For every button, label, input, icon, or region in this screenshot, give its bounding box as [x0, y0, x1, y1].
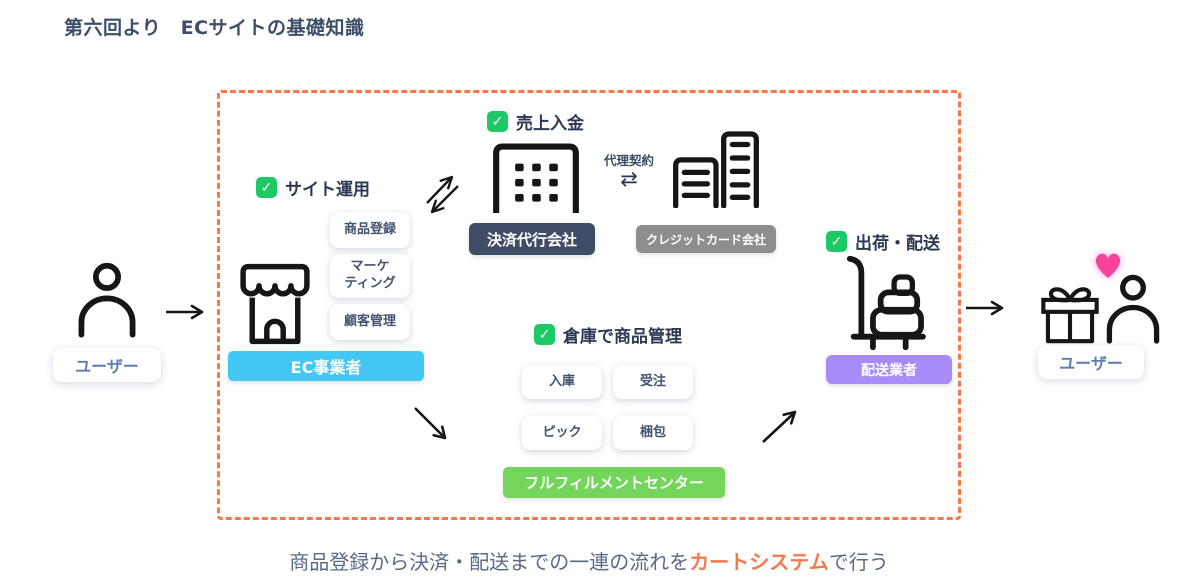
fulfillment-center-badge: フルフィルメントセンター: [503, 467, 725, 498]
tag-marketing: マーケ ティング: [330, 254, 410, 298]
user-right-badge: ユーザー: [1038, 345, 1144, 379]
checkmark-icon: ✓: [487, 111, 508, 132]
store-icon: [240, 263, 310, 345]
gift-icon: [1041, 287, 1099, 344]
payment-agency-badge: 決済代行会社: [469, 223, 595, 255]
caption-post: で行う: [828, 550, 889, 574]
tag-picking: ピック: [522, 416, 602, 450]
check-label: 倉庫で商品管理: [563, 327, 682, 347]
user-icon: [78, 262, 136, 338]
check-site-operation: ✓ サイト運用: [256, 175, 370, 200]
relation-label: 代理契約: [603, 153, 654, 168]
credit-card-company-badge: クレジットカード会社: [636, 225, 776, 253]
tag-packing: 梱包: [613, 416, 693, 450]
checkmark-icon: ✓: [534, 324, 555, 345]
caption: 商品登録から決済・配送までの一連の流れをカートシステムで行う: [217, 546, 961, 575]
user-left-badge: ユーザー: [53, 348, 161, 382]
arrow-up-right-icon: [762, 410, 797, 443]
arrow-right-icon: [166, 304, 204, 320]
check-shipping-delivery: ✓ 出荷・配送: [826, 229, 940, 254]
exchange-arrows-icon: ⇄: [620, 166, 638, 191]
user-icon: [1106, 274, 1160, 344]
checkmark-icon: ✓: [256, 177, 277, 198]
check-label: 売上入金: [516, 114, 584, 134]
check-sales-deposit: ✓ 売上入金: [487, 109, 584, 134]
arrow-down-right-icon: [414, 407, 447, 440]
checkmark-icon: ✓: [826, 231, 847, 252]
credit-card-company-buildings-icon: [673, 131, 759, 208]
delivery-company-badge: 配送業者: [826, 355, 952, 384]
check-label: 出荷・配送: [855, 234, 940, 254]
arrow-right-icon: [966, 300, 1004, 316]
tag-product-registration: 商品登録: [330, 212, 410, 248]
tag-customer-management: 顧客管理: [330, 304, 410, 340]
ec-operator-badge: EC事業者: [228, 351, 424, 381]
tag-warehousing: 入庫: [522, 365, 602, 399]
cart-system-boundary: [217, 90, 961, 520]
caption-highlight: カートシステム: [689, 550, 829, 574]
page-title: 第六回より ECサイトの基礎知識: [64, 17, 365, 39]
agency-contract-relation: 代理契約 ⇄: [600, 154, 658, 190]
tag-order-receipt: 受注: [613, 365, 693, 399]
luggage-cart-icon: [846, 255, 926, 351]
two-way-diagonal-arrows-icon: [426, 175, 459, 214]
heart-icon: [1095, 253, 1121, 278]
caption-pre: 商品登録から決済・配送までの一連の流れを: [289, 550, 690, 574]
check-label: サイト運用: [285, 180, 370, 200]
check-warehouse-management: ✓ 倉庫で商品管理: [534, 322, 682, 347]
payment-company-building-icon: [493, 143, 579, 213]
